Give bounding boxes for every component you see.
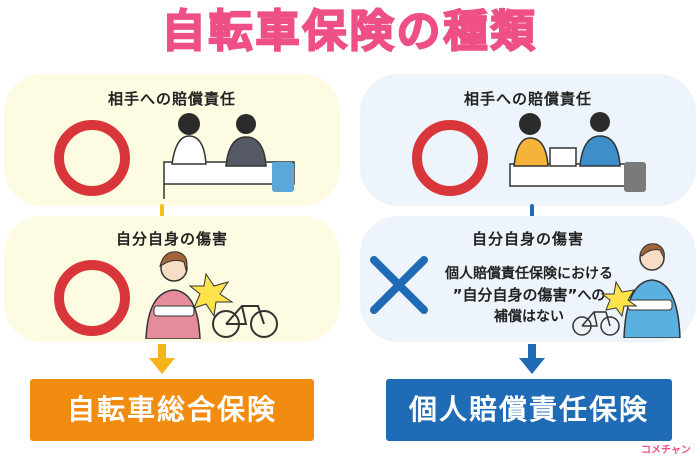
no-cover-line1: 個人賠償責任保険における — [445, 266, 613, 282]
no-cover-line2: ”自分自身の傷害”への — [424, 285, 634, 307]
right-bottom-label: 自分自身の傷害 — [471, 230, 584, 248]
brand-logo: コメチャン — [641, 444, 699, 465]
right-bottom-cross-mark — [370, 256, 428, 314]
left-top-label: 相手への賠償責任 — [107, 90, 236, 108]
left-down-arrow-icon — [149, 344, 175, 374]
meeting-illustration — [163, 113, 295, 199]
bicycle-comprehensive-insurance-label: 自転車総合保険 — [30, 379, 314, 441]
no-cover-note: 個人賠償責任保険における ”自分自身の傷害”への 補償はない — [424, 264, 634, 328]
right-bottom-panel: 自分自身の傷害 個人賠償責任保険における ”自分自身の傷害”への 補償はない — [360, 216, 696, 342]
right-top-circle-mark — [412, 120, 488, 196]
no-cover-line2-rest: への — [577, 288, 606, 304]
right-top-panel: 相手への賠償責任 — [360, 74, 696, 206]
page-title: 自転車保険の種類 — [161, 5, 538, 58]
brand-logo-text: コメチャン — [641, 445, 691, 456]
left-top-circle-mark — [54, 120, 130, 196]
no-cover-line3: 補償はない — [494, 309, 564, 325]
left-bottom-label: 自分自身の傷害 — [115, 230, 228, 248]
personal-liability-insurance-label: 個人賠償責任保険 — [386, 379, 672, 441]
right-down-arrow-icon — [519, 344, 545, 374]
left-top-panel: 相手への賠償責任 — [4, 74, 340, 206]
left-bottom-circle-mark — [54, 260, 130, 336]
right-top-label: 相手への賠償責任 — [463, 90, 592, 108]
left-bottom-panel: 自分自身の傷害 — [4, 216, 340, 342]
left-connector — [160, 204, 164, 218]
injured-man-bicycle-illustration — [572, 243, 681, 338]
meeting-illustration — [509, 112, 646, 192]
injured-woman-bicycle-illustration — [145, 251, 278, 339]
no-cover-quote: ”自分自身の傷害” — [452, 286, 578, 304]
right-connector — [530, 204, 534, 218]
